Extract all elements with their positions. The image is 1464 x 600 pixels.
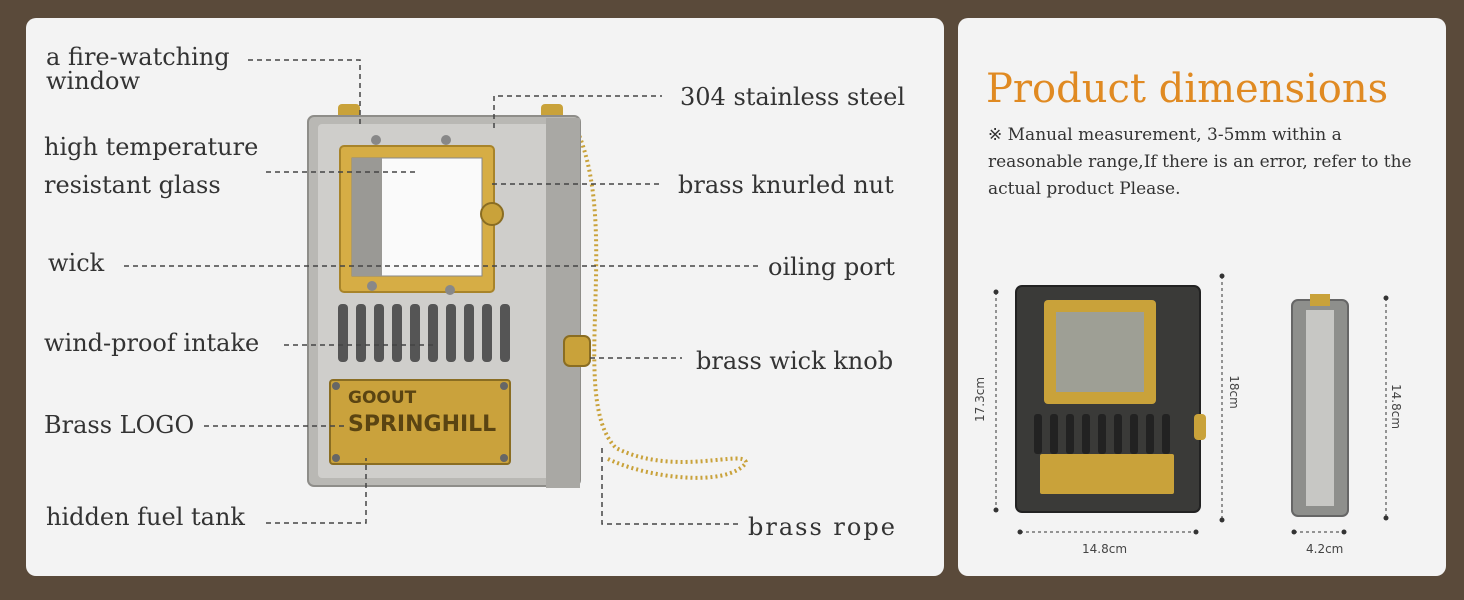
callout-fire-window-line2: window: [46, 67, 141, 95]
callout-fire-window-line1: a fire-watching: [46, 43, 230, 71]
dimension-drawings: [993, 273, 1389, 535]
callout-glass-line1: high temperature: [44, 133, 259, 161]
callout-fuel-tank: hidden fuel tank: [46, 503, 245, 531]
dimensions-panel: Product dimensions ※ Manual measurement,…: [958, 18, 1446, 576]
callout-knurled-nut: brass knurled nut: [678, 171, 894, 199]
product-callout-panel: a fire-watching window high temperature …: [26, 18, 944, 576]
callout-wick: wick: [48, 249, 105, 277]
callout-steel: 304 stainless steel: [680, 83, 906, 111]
brand-logo-line1: GOOUT: [348, 388, 417, 408]
front-height-label: 17.3cm: [973, 376, 987, 422]
callout-wick-knob: brass wick knob: [696, 347, 894, 375]
dimensions-note: ※ Manual measurement, 3-5mm within a rea…: [988, 125, 1412, 199]
callout-glass-line2: resistant glass: [44, 171, 221, 199]
callout-intake: wind-proof intake: [44, 329, 260, 357]
callout-rope: brass rope: [748, 513, 897, 541]
stove-illustration: [124, 59, 758, 525]
side-width-label: 4.2cm: [1306, 542, 1344, 556]
dimensions-title: Product dimensions: [986, 66, 1389, 112]
callout-oiling-port: oiling port: [768, 253, 895, 281]
side-height-label: 14.8cm: [1389, 384, 1403, 430]
brand-logo-line2: SPRINGHILL: [348, 412, 497, 437]
front-width-label: 14.8cm: [1082, 542, 1128, 556]
callout-brass-logo: Brass LOGO: [44, 411, 195, 439]
front-height-total-label: 18cm: [1227, 375, 1241, 409]
